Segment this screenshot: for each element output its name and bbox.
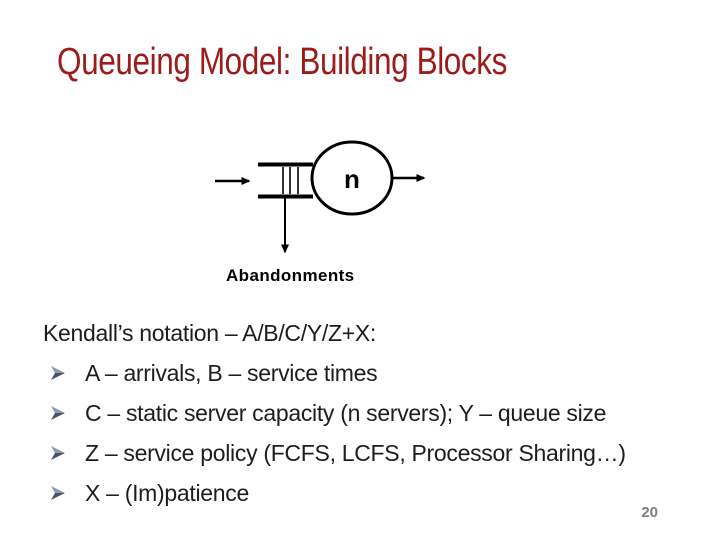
bullet-item-capacity: C – static server capacity (n servers); … xyxy=(43,393,693,433)
kendall-notation-heading: Kendall’s notation – A/B/C/Y/Z+X: xyxy=(43,313,693,353)
bullet-item-patience: X – (Im)patience xyxy=(43,473,693,513)
arrow-bullet-icon xyxy=(51,366,65,380)
abandonments-label: Abandonments xyxy=(226,266,355,285)
bullet-text: C – static server capacity (n servers); … xyxy=(85,400,607,426)
body-text-block: Kendall’s notation – A/B/C/Y/Z+X: A – ar… xyxy=(43,313,693,513)
arrow-bullet-icon xyxy=(51,406,65,420)
arrow-bullet-icon xyxy=(51,486,65,500)
bullet-text: X – (Im)patience xyxy=(85,480,249,506)
page-number: 20 xyxy=(641,504,658,521)
arrow-bullet-icon xyxy=(51,446,65,460)
queue-buffer-icon xyxy=(258,162,313,199)
bullet-text: A – arrivals, B – service times xyxy=(85,360,378,386)
bullet-text: Z – service policy (FCFS, LCFS, Processo… xyxy=(85,440,626,466)
bullet-item-policy: Z – service policy (FCFS, LCFS, Processo… xyxy=(43,433,693,473)
heading-text: Kendall’s notation – A/B/C/Y/Z+X: xyxy=(43,320,376,346)
queueing-diagram: n xyxy=(215,140,426,254)
bullet-item-arrivals: A – arrivals, B – service times xyxy=(43,353,693,393)
server-count-label: n xyxy=(344,164,360,194)
slide-title: Queueing Model: Building Blocks xyxy=(57,41,508,83)
